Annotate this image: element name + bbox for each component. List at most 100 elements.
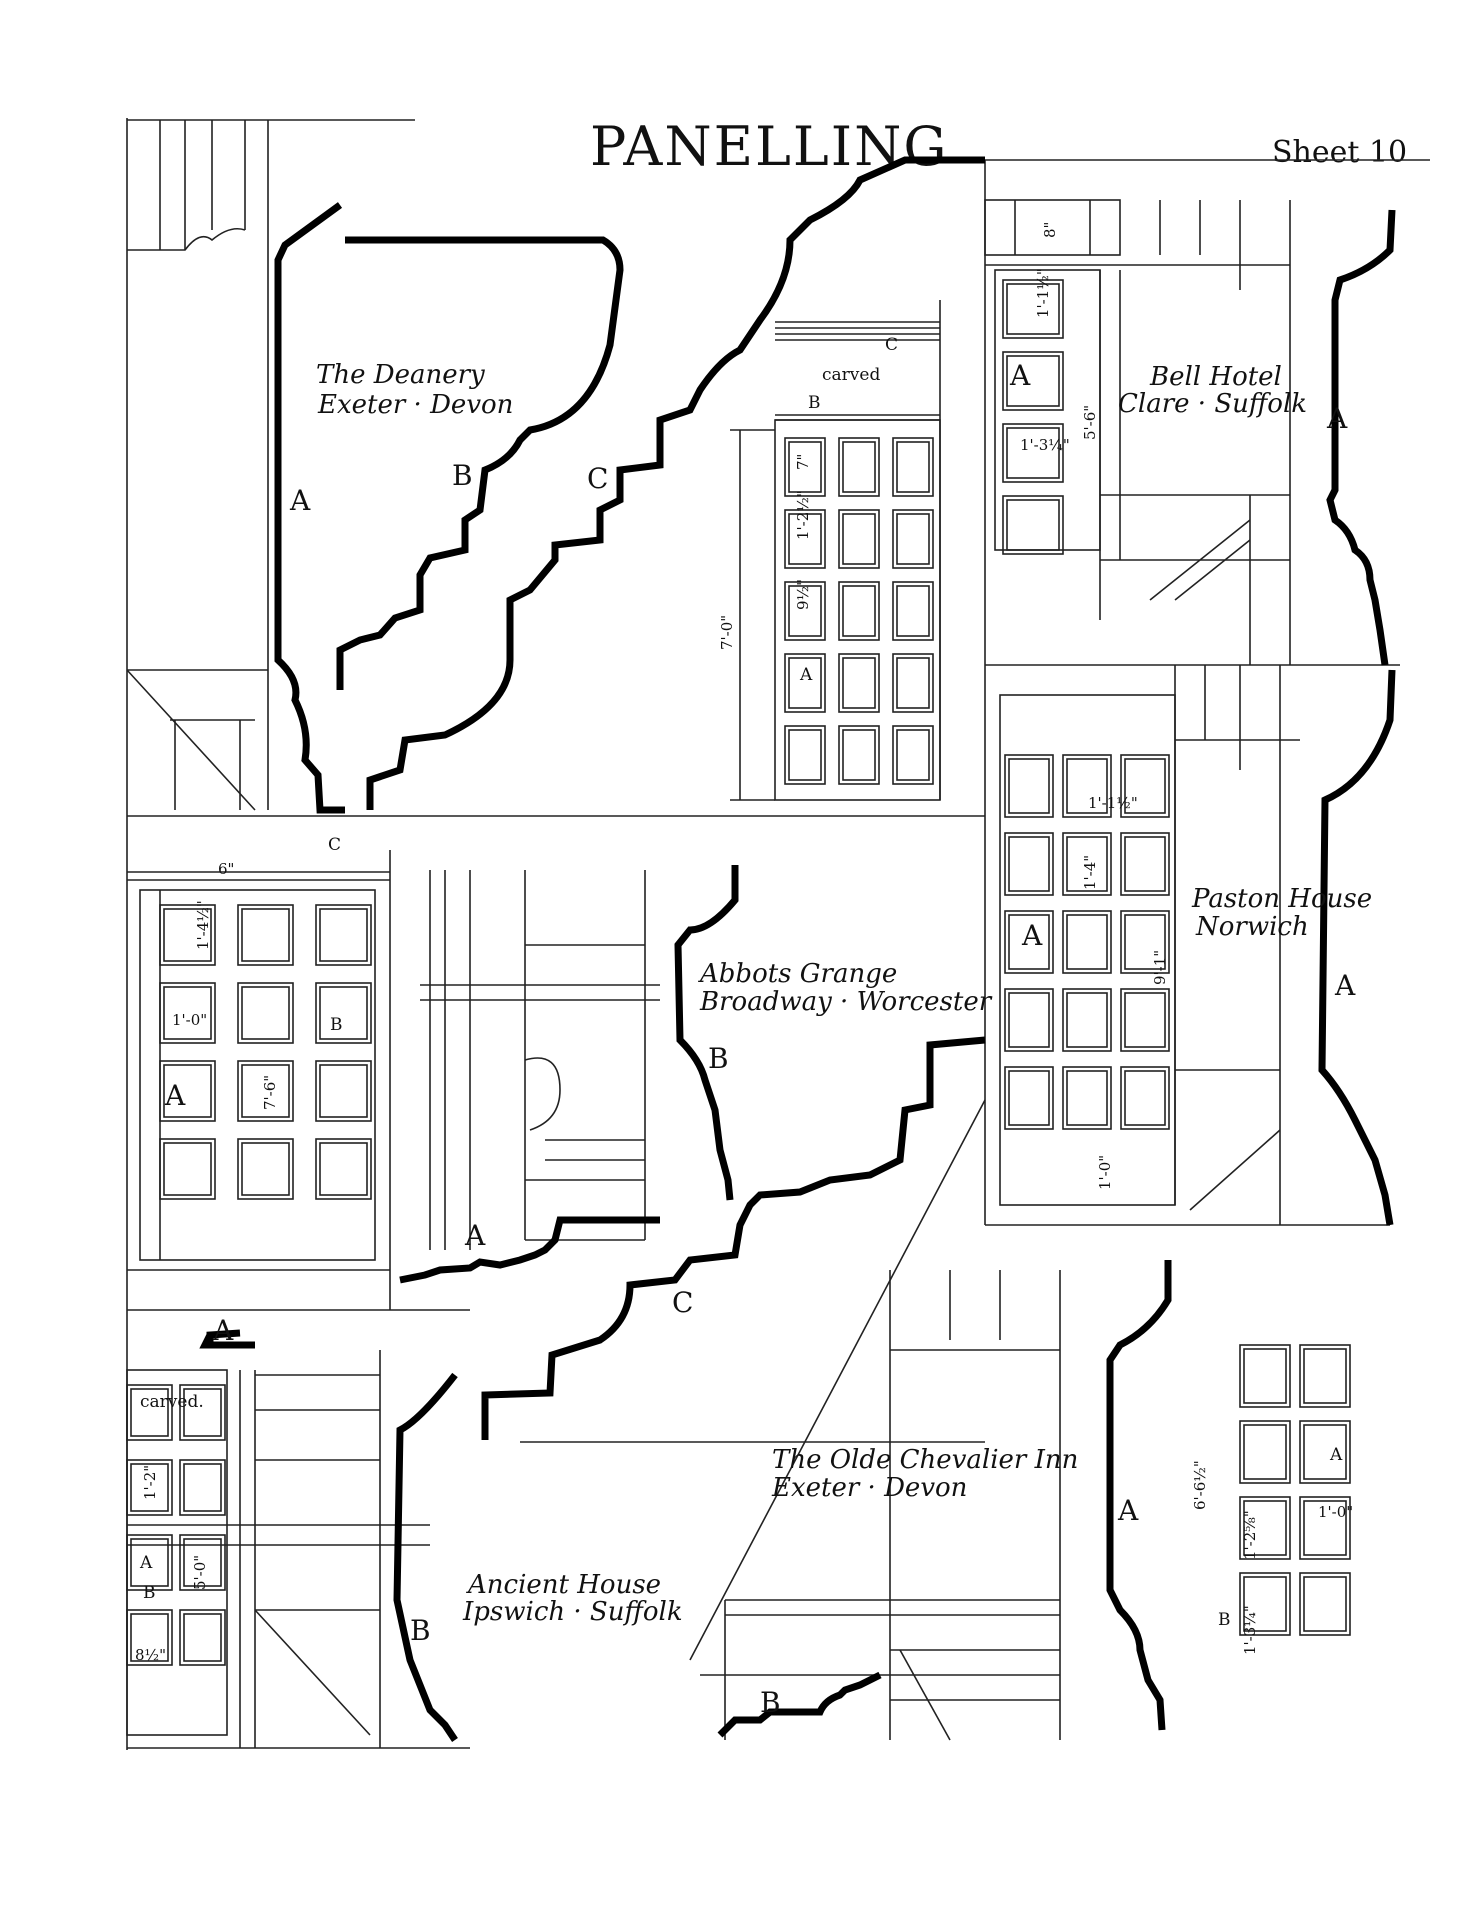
panel <box>892 437 934 497</box>
panel <box>179 1384 226 1441</box>
ancient-base-dim: 8½" <box>135 1646 166 1664</box>
deanery-moulding-a <box>274 202 345 814</box>
deanery-label-b-small: B <box>808 393 821 413</box>
panel <box>179 1534 226 1591</box>
chevalier-moulding-b <box>717 1671 882 1738</box>
chevalier-moulding-a <box>1106 1260 1172 1731</box>
panel <box>784 581 826 641</box>
bell-h-dim: 1'-1½" <box>1034 268 1052 318</box>
panel-inner <box>319 986 368 1040</box>
panel <box>1004 1066 1054 1130</box>
panel-inner <box>130 1538 169 1587</box>
abbots-label-c: C <box>672 1286 693 1319</box>
abbots-w-dim: 1'-0" <box>172 1011 207 1029</box>
paston-base-dim: 1'-0" <box>1096 1155 1114 1190</box>
deanery-label-c: C <box>587 462 608 495</box>
deanery-label-b: B <box>452 459 473 492</box>
paston-panels <box>1004 754 1170 1130</box>
ancient-label-a: A <box>212 1314 234 1347</box>
panel-inner <box>1008 914 1050 970</box>
paston-house-elevation <box>999 665 1300 1225</box>
panel-inner <box>1243 1348 1287 1404</box>
paston-h-dim: 1'-4" <box>1081 855 1099 890</box>
bell-location-line1: Bell Hotel <box>1149 362 1282 392</box>
panel <box>159 1060 216 1122</box>
panel-inner <box>130 1463 169 1512</box>
ancient-moulding-b <box>393 1372 458 1742</box>
abbots-moulding-c <box>481 1036 986 1440</box>
panel <box>1120 1066 1170 1130</box>
panel-inner <box>1243 1576 1287 1632</box>
panel <box>784 725 826 785</box>
panel <box>1002 351 1064 411</box>
deanery-label-c-small: C <box>885 335 898 355</box>
panel <box>126 1534 173 1591</box>
paston-location-line2: Norwich <box>1195 912 1309 942</box>
panel-inner <box>1303 1576 1347 1632</box>
deanery-label-a-small: A <box>799 665 813 685</box>
panel <box>315 1060 372 1122</box>
deanery-elevation-sketch <box>126 120 269 811</box>
panel <box>126 1459 173 1516</box>
panel <box>838 437 880 497</box>
panel-inner <box>183 1463 222 1512</box>
panel-inner <box>842 657 876 709</box>
panel <box>315 982 372 1044</box>
panel-inner <box>1008 758 1050 814</box>
deanery-top-dim: 7" <box>794 454 812 470</box>
panel-inner <box>1124 836 1166 892</box>
panel-inner <box>130 1613 169 1662</box>
panel-inner <box>1006 283 1060 335</box>
ancient-label-b: B <box>410 1614 431 1647</box>
panel <box>1002 423 1064 483</box>
panel <box>1239 1496 1291 1560</box>
abbots-location-line1: Abbots Grange <box>698 959 897 989</box>
ancient-panels <box>126 1384 226 1666</box>
panel <box>126 1609 173 1666</box>
abbots-label-b-panel: B <box>330 1015 343 1035</box>
panel <box>126 1384 173 1441</box>
panel-inner <box>896 585 930 637</box>
panel-inner <box>788 441 822 493</box>
panel <box>1120 754 1170 818</box>
panel <box>159 982 216 1044</box>
panel <box>838 653 880 713</box>
chevalier-location-line1: The Olde Chevalier Inn <box>772 1445 1078 1475</box>
abbots-h-dim: 1'-4½" <box>194 900 212 950</box>
bell-label-a-panel: A <box>1009 359 1031 392</box>
paston-label-a: A <box>1334 969 1356 1002</box>
abbots-label-c-top: C <box>328 835 341 855</box>
deanery-w2-dim: 9½" <box>794 579 812 610</box>
abbots-location-line2: Broadway · Worcester <box>699 987 993 1017</box>
panel-inner <box>1008 1070 1050 1126</box>
deanery-label-a: A <box>289 484 311 517</box>
deanery-moulding-c <box>366 156 985 810</box>
panel-inner <box>896 441 930 493</box>
abbots-panels <box>159 904 372 1200</box>
panel-inner <box>1243 1424 1287 1480</box>
panel <box>1062 754 1112 818</box>
panel-inner <box>788 513 822 565</box>
abbots-moulding-a <box>399 1216 660 1284</box>
abbots-label-b: B <box>708 1042 729 1075</box>
chevalier-w-dim: 1'-0" <box>1318 1503 1353 1521</box>
ancient-house-elevation <box>126 1350 430 1748</box>
panel-inner <box>1303 1348 1347 1404</box>
sheet-number: Sheet 10 <box>1272 135 1407 170</box>
panel-inner <box>163 1064 212 1118</box>
panel <box>159 904 216 966</box>
panel-inner <box>1006 355 1060 407</box>
chevalier-label-b: B <box>760 1686 781 1719</box>
panel <box>179 1459 226 1516</box>
panel <box>892 653 934 713</box>
panel <box>892 725 934 785</box>
chevalier-label-b-panel: B <box>1218 1610 1231 1630</box>
bell-top-dim: 8" <box>1041 222 1059 238</box>
panel-inner <box>1124 914 1166 970</box>
panel <box>892 509 934 569</box>
bell-label-a: A <box>1326 402 1348 435</box>
panel <box>1239 1420 1291 1484</box>
panel <box>1299 1420 1351 1484</box>
panel <box>1004 754 1054 818</box>
